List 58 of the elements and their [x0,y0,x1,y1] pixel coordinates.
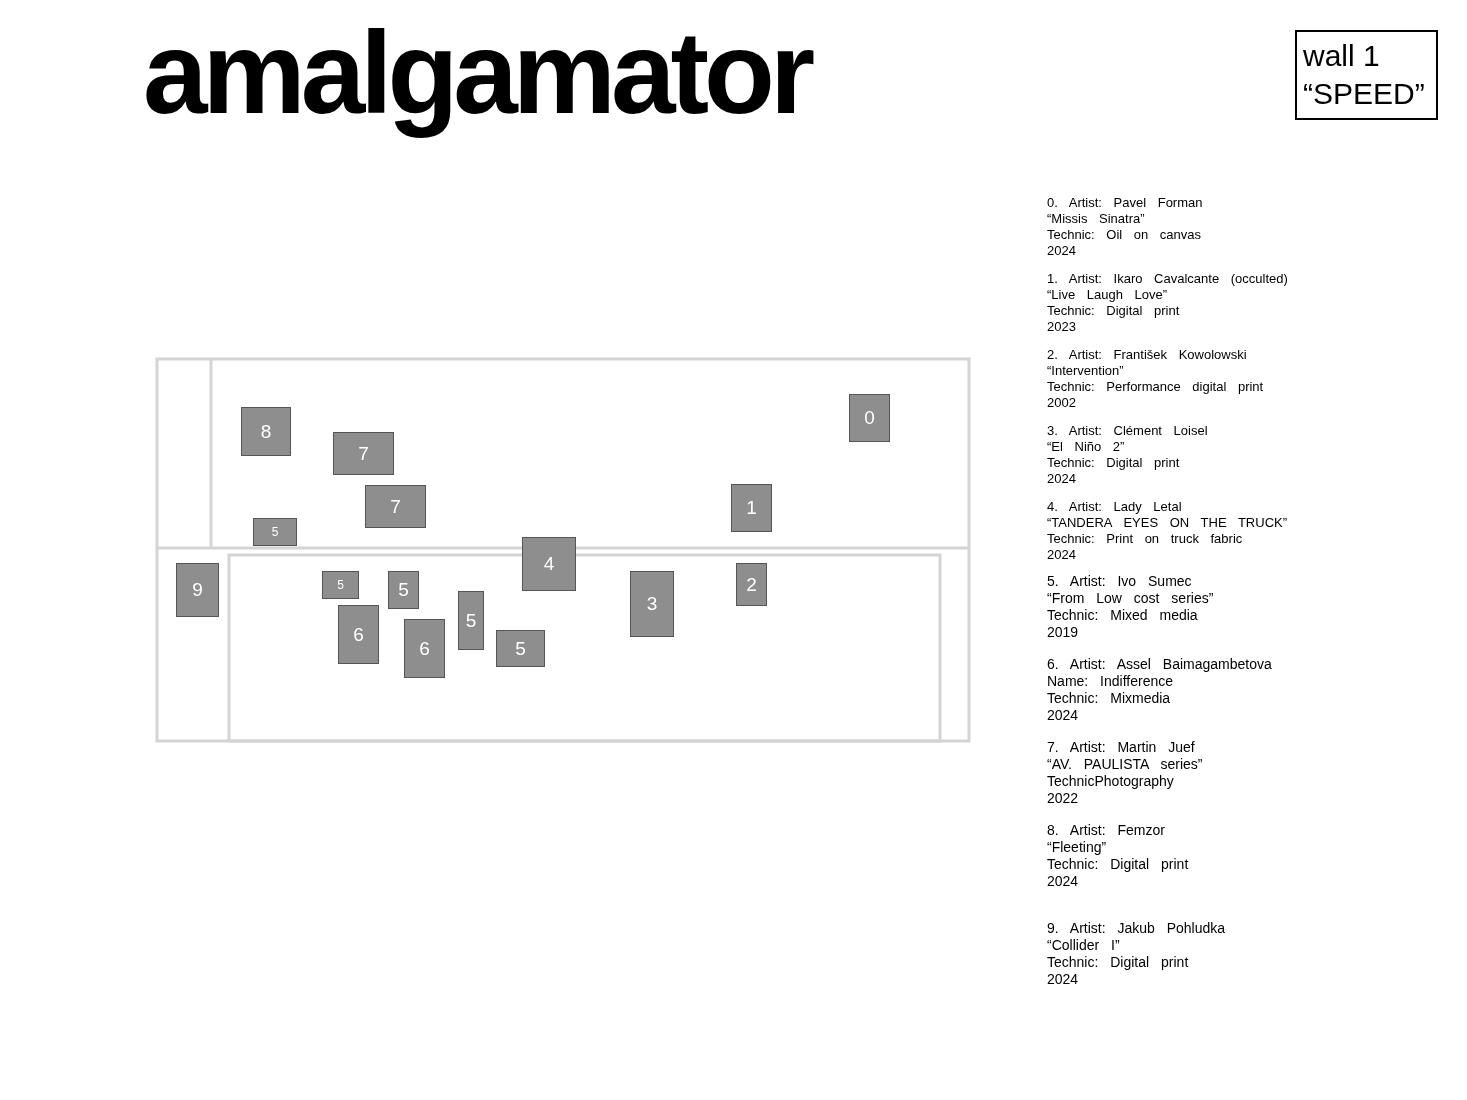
artwork-box: 7 [333,432,394,475]
artwork-caption-line: “AV. PAULISTA series” [1047,756,1203,773]
artwork-caption-line: “Collider I” [1047,937,1120,954]
artwork-caption-line: Name: Indifference [1047,673,1174,690]
artwork-caption-line: Technic: Print on truck fabric [1047,531,1243,547]
artwork-caption-line: 2024 [1047,707,1079,724]
artwork-caption-line: 2002 [1047,395,1076,411]
title: amalgamator [143,8,811,138]
artwork-caption-line: 6. Artist: Assel Baimagambetova [1047,656,1272,673]
artwork-caption-line: 9. Artist: Jakub Pohludka [1047,920,1226,937]
artwork-caption-line: “Live Laugh Love” [1047,287,1168,303]
artwork-caption-line: 2024 [1047,547,1076,563]
artwork-box: 5 [496,630,545,667]
artwork-caption-line: 3. Artist: Clément Loisel [1047,423,1208,439]
artwork-caption-line: Technic: Mixmedia [1047,690,1171,707]
artwork-caption-line: 2024 [1047,243,1076,259]
artwork-box: 8 [241,407,291,456]
artwork-caption-line: 2024 [1047,971,1079,988]
artwork-box: 0 [849,394,890,442]
artwork-caption-line: 7. Artist: Martin Juef [1047,739,1195,756]
artwork-box: 1 [731,484,772,532]
artwork-caption-line: “El Niño 2” [1047,439,1125,455]
artwork-box: 5 [388,571,419,609]
artwork-caption-line: 1. Artist: Ikaro Cavalcante (occulted) [1047,271,1288,287]
artwork-box: 5 [253,518,297,546]
artwork-caption-line: 0. Artist: Pavel Forman [1047,195,1203,211]
artwork-caption-line: Technic: Digital print [1047,856,1189,873]
artwork-caption-line: Technic: Oil on canvas [1047,227,1202,243]
artwork-caption-line: 4. Artist: Lady Letal [1047,499,1182,515]
artwork-caption-line: 2024 [1047,471,1076,487]
artwork-caption-line: TechnicPhotography [1047,773,1174,790]
artwork-caption-line: 2023 [1047,319,1076,335]
artwork-caption-line: 8. Artist: Femzor [1047,822,1165,839]
artwork-box: 5 [458,591,484,650]
artwork-box: 9 [176,563,219,617]
artwork-caption-line: 5. Artist: Ivo Sumec [1047,573,1192,590]
artwork-caption-line: Technic: Digital print [1047,303,1180,319]
artwork-caption-line: “Intervention” [1047,363,1124,379]
artwork-caption-line: “Missis Sinatra” [1047,211,1145,227]
artwork-caption-line: 2024 [1047,873,1079,890]
artwork-caption-line: 2. Artist: František Kowolowski [1047,347,1247,363]
artwork-caption-line: Technic: Digital print [1047,954,1189,971]
artwork-box: 2 [736,563,767,606]
artwork-caption-line: 2022 [1047,790,1079,807]
artwork-caption-line: “From Low cost series” [1047,590,1214,607]
artwork-caption-line: Technic: Digital print [1047,455,1180,471]
wall-label-box: wall 1 “SPEED” [1295,30,1438,120]
artwork-caption-line: “Fleeting” [1047,839,1107,856]
artwork-box: 4 [522,537,576,591]
artwork-box: 3 [630,571,674,637]
artwork-caption-line: “TANDERA EYES ON THE TRUCK” [1047,515,1288,531]
artwork-box: 7 [365,485,426,528]
artwork-box: 5 [322,571,359,599]
artwork-caption-line: 2019 [1047,624,1079,641]
artwork-caption-line: Technic: Performance digital print [1047,379,1264,395]
artwork-box: 6 [404,619,445,678]
artwork-caption-line: Technic: Mixed media [1047,607,1198,624]
artwork-box: 6 [338,605,379,664]
